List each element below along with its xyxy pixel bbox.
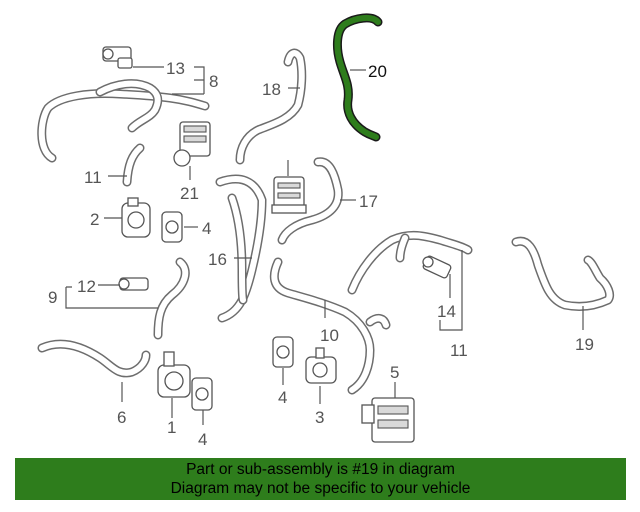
- callout-16: 17: [359, 192, 378, 211]
- callout-9: 9: [48, 288, 57, 307]
- hose-6: [37, 339, 151, 378]
- hose-10: [122, 143, 145, 187]
- hose-9: [153, 257, 190, 340]
- hose-7: [37, 79, 210, 163]
- callout-4a: 4: [202, 219, 211, 238]
- callout-5: 5: [390, 363, 399, 382]
- connector-14: [422, 255, 452, 279]
- reservoir-21: [271, 176, 307, 214]
- connector-12: [118, 277, 149, 291]
- bracket-4b: [191, 377, 213, 411]
- hose-18: [511, 236, 615, 311]
- valve-20: [173, 121, 211, 167]
- info-banner: Part or sub-assembly is #19 in diagram D…: [15, 458, 626, 500]
- callout-18: 19: [575, 335, 594, 354]
- callout-7: 8: [209, 72, 218, 91]
- callout-19[interactable]: 20: [368, 62, 387, 81]
- callout-10: 11: [84, 168, 102, 187]
- callout-20: 21: [180, 184, 199, 203]
- callout-17: 18: [262, 80, 281, 99]
- callout-6: 6: [117, 408, 126, 427]
- hose-15: [215, 174, 267, 323]
- hose-19-highlighted[interactable]: [332, 13, 383, 142]
- callout-13: 13: [166, 59, 185, 78]
- hose-16: [277, 157, 343, 245]
- callout-2: 2: [90, 210, 99, 229]
- valve-3: [305, 347, 337, 384]
- hose-11: [347, 230, 473, 295]
- callout-12: 12: [77, 277, 96, 296]
- banner-line-2: Diagram may not be specific to your vehi…: [170, 480, 471, 497]
- connector-13: [102, 46, 133, 69]
- parts-diagram: 13 8 18 20 11 21 17 2 4 16 12 9 10 14 11…: [37, 13, 615, 449]
- hose-17: [235, 48, 307, 165]
- callout-4c: 4: [278, 388, 287, 407]
- banner-line-1: Part or sub-assembly is #19 in diagram: [186, 461, 455, 478]
- callout-8: 10: [320, 326, 339, 345]
- module-5: [361, 397, 415, 443]
- callout-3: 3: [315, 408, 324, 427]
- callout-15: 16: [208, 250, 227, 269]
- bracket-4c: [272, 336, 294, 368]
- callout-1: 1: [167, 418, 176, 437]
- callout-4b: 4: [198, 430, 207, 449]
- callout-14: 14: [437, 302, 456, 321]
- leader-lines: [65, 66, 584, 425]
- pump-1: [157, 351, 191, 398]
- callout-11: 11: [450, 341, 468, 360]
- bracket-4a: [161, 211, 183, 243]
- hose-8: [269, 257, 391, 395]
- pump-2: [121, 197, 151, 238]
